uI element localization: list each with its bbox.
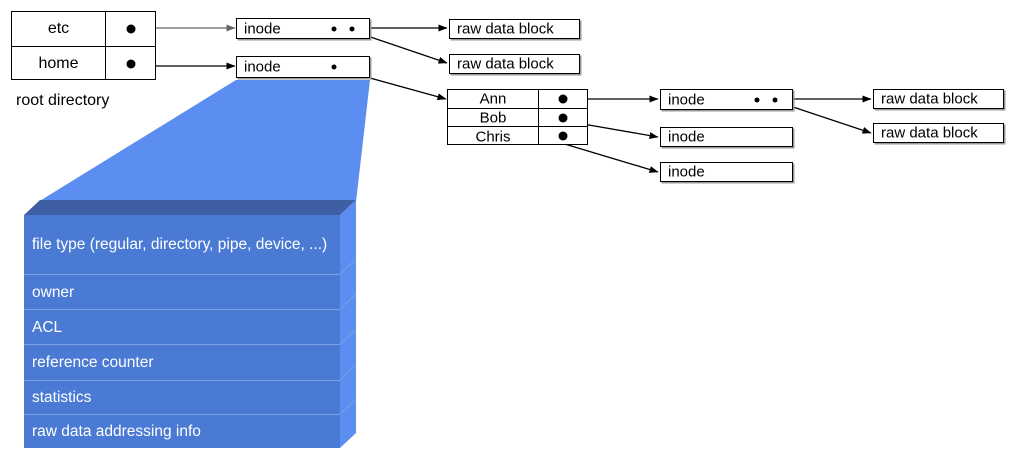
raw-data-block: raw data block xyxy=(873,123,1004,143)
inode-detail-box-side-face xyxy=(340,200,356,448)
inode-detail-row: reference counter xyxy=(24,345,340,380)
inode-detail-row-label: owner xyxy=(32,284,75,301)
raw-data-block: raw data block xyxy=(449,54,580,74)
home-directory-entry-name-chris: Chris xyxy=(448,127,538,146)
entry-name-label: Bob xyxy=(479,109,507,127)
raw-data-block: raw data block xyxy=(873,89,1004,109)
entry-name-label: Chris xyxy=(475,128,511,145)
inode-label: inode xyxy=(668,91,705,108)
root-directory-entry-name-etc: etc xyxy=(12,12,105,46)
inode-box-bob: inode xyxy=(660,127,793,147)
root-directory-table: etc home xyxy=(11,11,156,80)
entry-name-label: etc xyxy=(47,20,70,37)
inode-detail-box-top-face xyxy=(24,200,356,215)
inode-pointer-dot-icon xyxy=(331,26,337,32)
raw-data-block-label: raw data block xyxy=(881,90,978,108)
row-divider xyxy=(24,344,340,345)
inode-label: inode xyxy=(244,58,281,76)
inode-label: inode xyxy=(668,163,705,181)
entry-name-label: home xyxy=(38,55,79,72)
inode-detail-side-separators xyxy=(339,258,357,415)
inode-detail-row-label: statistics xyxy=(32,389,92,406)
inode-pointer-dot-icon xyxy=(772,97,778,103)
inode-detail-row-label: reference counter xyxy=(32,354,154,371)
raw-data-block-label: raw data block xyxy=(457,20,554,38)
home-directory-entry-pointer-chris xyxy=(539,127,587,146)
inode-detail-row-label: ACL xyxy=(32,319,63,336)
inode-detail-row: file type (regular, directory, pipe, dev… xyxy=(24,215,340,274)
home-directory-row-divider xyxy=(448,126,587,127)
pointer-dot-icon xyxy=(558,131,568,141)
inode-detail-row: owner xyxy=(24,275,340,310)
inode-detail-row: ACL xyxy=(24,310,340,345)
pointer-dot-icon xyxy=(558,94,568,104)
inode-label: inode xyxy=(244,20,281,37)
home-directory-row-divider xyxy=(448,108,587,109)
connector-chris-to-inode5 xyxy=(557,141,659,173)
home-directory-table: Ann Bob Chris xyxy=(447,89,588,145)
pointer-dot-icon xyxy=(126,24,136,34)
inode-detail-row-label: raw data addressing info xyxy=(32,423,201,440)
inode-box-ann: inode xyxy=(660,89,793,110)
raw-data-block: raw data block xyxy=(449,19,580,39)
row-divider xyxy=(24,274,340,275)
home-directory-entry-pointer-bob xyxy=(539,109,587,127)
inode-pointer-dot-icon xyxy=(754,97,760,103)
home-directory-entry-pointer-ann xyxy=(539,90,587,108)
raw-data-block-label: raw data block xyxy=(881,124,978,142)
pointer-dot-icon xyxy=(558,113,568,123)
inode-detail-box: file type (regular, directory, pipe, dev… xyxy=(24,215,340,448)
root-directory-row-divider xyxy=(12,46,155,47)
entry-name-label: Ann xyxy=(479,90,507,108)
inode-detail-wedge xyxy=(38,80,370,202)
inode-box-home: inode xyxy=(236,56,370,78)
inode-box-etc: inode xyxy=(236,18,370,39)
pointer-dot-icon xyxy=(126,59,136,69)
inode-detail-row-label: file type (regular, directory, pipe, dev… xyxy=(32,236,328,253)
inode-box-chris: inode xyxy=(660,162,793,182)
inode-pointer-dot-icon xyxy=(331,64,337,70)
inode-detail-row: raw data addressing info xyxy=(24,415,340,448)
inode-label: inode xyxy=(668,128,705,146)
row-divider xyxy=(24,414,340,415)
home-directory-column-divider xyxy=(538,90,539,144)
inode-detail-row: statistics xyxy=(24,381,340,414)
row-divider xyxy=(24,309,340,310)
home-directory-entry-name-ann: Ann xyxy=(448,90,538,108)
raw-data-block-label: raw data block xyxy=(457,55,554,73)
root-directory-entry-pointer-etc xyxy=(106,12,156,46)
inode-pointer-dot-icon xyxy=(349,26,355,32)
row-divider xyxy=(24,380,340,381)
root-directory-entry-pointer-home xyxy=(106,47,156,81)
home-directory-entry-name-bob: Bob xyxy=(448,109,538,127)
root-directory-entry-name-home: home xyxy=(12,47,105,81)
root-directory-caption: root directory xyxy=(16,92,110,109)
root-directory-column-divider xyxy=(105,12,106,79)
